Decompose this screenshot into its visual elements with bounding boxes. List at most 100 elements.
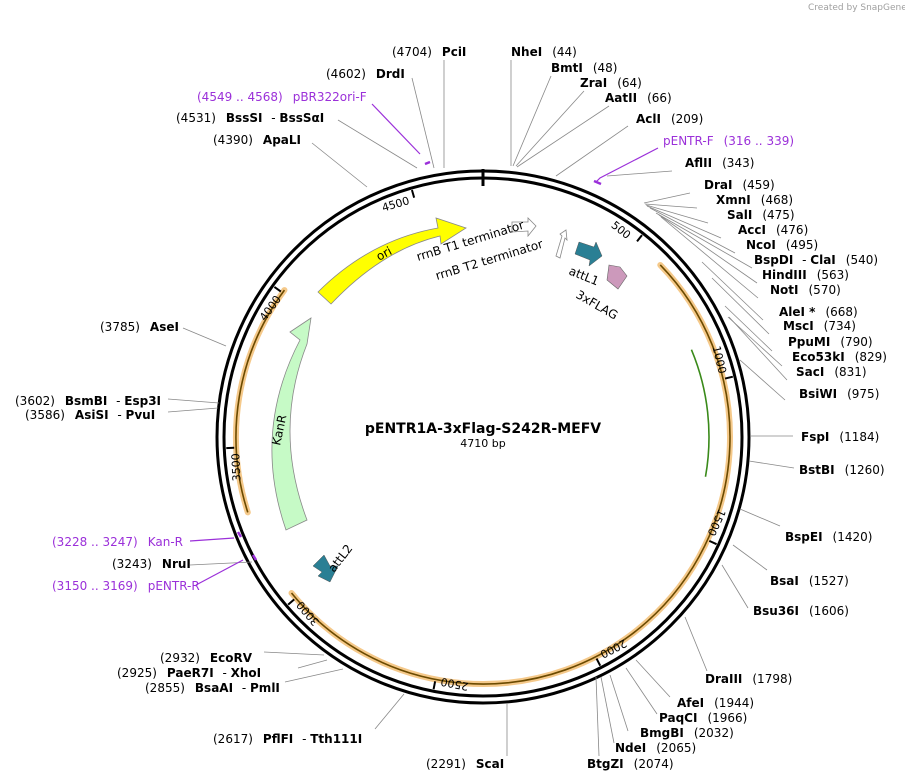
asei-pos: (3785) <box>100 320 140 334</box>
tick-mark <box>410 189 416 198</box>
tick-mark <box>636 234 643 242</box>
hindiii-pos: (563) <box>817 268 849 282</box>
fspi-label: FspI <box>801 430 829 444</box>
svg-text:DraI(459): DraI (459) <box>704 178 775 192</box>
green-feature-arc <box>690 349 710 477</box>
sali-pos: (475) <box>762 208 794 222</box>
svg-text:(3150 .. 3169)pENTR-R: (3150 .. 3169) pENTR-R <box>52 579 200 593</box>
afei-pos: (1944) <box>714 696 754 710</box>
asisi-pos: (3586) <box>25 408 65 422</box>
svg-text:(2932)EcoRV: (2932)EcoRV <box>160 651 253 665</box>
aflii-label: AflII <box>685 156 712 170</box>
drdi-pos: (4602) <box>326 67 366 81</box>
drai-pos: (459) <box>742 178 774 192</box>
draiii-label: DraIII <box>705 672 742 686</box>
apali-label: ApaLI <box>263 133 301 147</box>
site-labels: (4704)PciI NheI(44) BmtI(48) ZraI(64) Aa… <box>15 45 887 771</box>
3xflag-label: 3xFLAG <box>574 287 621 322</box>
mefv-cds-line <box>290 264 731 685</box>
svg-text:BsiWI(975): BsiWI (975) <box>799 387 879 401</box>
tick-mark <box>432 681 437 690</box>
tick-mark <box>273 286 282 293</box>
esp3i-label: Esp3I <box>124 394 161 408</box>
hindiii-label: HindIII <box>762 268 807 282</box>
paqci-label: PaqCI <box>659 711 697 725</box>
svg-text:AclI(209): AclI(209) <box>636 112 703 126</box>
btgzi-pos: (2074) <box>634 757 674 771</box>
alei-pos: (668) <box>825 305 857 319</box>
tick-mark <box>724 375 734 380</box>
zrai-pos: (64) <box>617 76 642 90</box>
bsiwi-label: BsiWI <box>799 387 837 401</box>
attl2-feature[interactable] <box>312 554 339 583</box>
pmli-label: PmlI <box>250 681 280 695</box>
kanr-label: KanR <box>269 413 289 446</box>
bspdi-label: BspDI <box>754 253 793 267</box>
bsaai-pos: (2855) <box>145 681 185 695</box>
bsai-label: BsaI <box>770 574 799 588</box>
pbr322ori-f-range: (4549 .. 4568) <box>197 90 283 104</box>
rrnb-t1-terminator-feature[interactable] <box>511 217 537 238</box>
svg-text:(3228 .. 3247)Kan-R: (3228 .. 3247)Kan-R <box>52 535 183 549</box>
svg-text:PaqCI(1966): PaqCI(1966) <box>659 711 747 725</box>
ndei-label: NdeI <box>615 741 646 755</box>
3xflag-feature[interactable] <box>606 264 628 290</box>
svg-text:BspEI(1420): BspEI(1420) <box>785 530 872 544</box>
bsiwi-pos: (975) <box>847 387 879 401</box>
ecorv-pos: (2932) <box>160 651 200 665</box>
svg-text:(4531)BssSI - BssSαI: (4531)BssSI - BssSαI <box>176 111 324 125</box>
tick-label: 1000 <box>710 345 729 375</box>
svg-text:SacI(831): SacI(831) <box>796 365 867 379</box>
scai-label: ScaI <box>476 757 504 771</box>
svg-text:BmtI(48): BmtI(48) <box>551 61 618 75</box>
tick-label: 2000 <box>598 636 629 660</box>
svg-text:(3243)NruI: (3243)NruI <box>112 557 191 571</box>
asei-label: AseI <box>150 320 179 334</box>
aatii-pos: (66) <box>647 91 672 105</box>
pcii-label: PciI <box>442 45 467 59</box>
pvui-label: PvuI <box>126 408 156 422</box>
cds-highlight-arcs <box>233 261 733 687</box>
tick-label: 2500 <box>440 675 470 693</box>
bsaai-label: BsaAI <box>195 681 233 695</box>
svg-text:(3602)BsmBI - Esp3I: (3602)BsmBI - Esp3I <box>15 394 161 408</box>
svg-text:BtgZI(2074): BtgZI(2074) <box>587 757 674 771</box>
msci-pos: (734) <box>824 319 856 333</box>
nrui-label: NruI <box>162 557 191 571</box>
ppumi-pos: (790) <box>840 335 872 349</box>
alei-label: AleI * <box>779 305 816 319</box>
bsu36i-pos: (1606) <box>809 604 849 618</box>
kan-r-label: Kan-R <box>148 535 183 549</box>
svg-text:(4549 .. 4568)pBR322ori-F: (4549 .. 4568)pBR322ori-F <box>197 90 367 104</box>
svg-text:NheI(44): NheI(44) <box>511 45 577 59</box>
svg-text:Bsu36I(1606): Bsu36I(1606) <box>753 604 849 618</box>
svg-text:AfeI(1944): AfeI(1944) <box>677 696 754 710</box>
svg-text:Eco53kI(829): Eco53kI(829) <box>792 350 887 364</box>
kanr-feature[interactable] <box>271 317 312 531</box>
drai-label: DraI <box>704 178 732 192</box>
ori-feature[interactable] <box>317 217 467 305</box>
svg-text:SalI(475): SalI(475) <box>727 208 795 222</box>
scai-pos: (2291) <box>426 757 466 771</box>
svg-text:AflII(343): AflII(343) <box>685 156 754 170</box>
primer-markers <box>189 103 659 586</box>
attl1-feature[interactable] <box>574 241 603 267</box>
bsai-pos: (1527) <box>809 574 849 588</box>
paer7i-pos: (2925) <box>117 666 157 680</box>
pentr-r-label: pENTR-R <box>148 579 200 593</box>
bsssai-label: BssSαI <box>279 111 324 125</box>
svg-text:DraIII(1798): DraIII(1798) <box>705 672 792 686</box>
rrnb-t2-terminator-feature[interactable] <box>555 229 568 259</box>
pentr-r-range: (3150 .. 3169) <box>52 579 138 593</box>
acci-pos: (476) <box>776 223 808 237</box>
bsmbi-label: BsmBI <box>65 394 107 408</box>
pentr-f-range: (316 .. 339) <box>724 134 794 148</box>
svg-text:AleI *(668): AleI * (668) <box>779 305 858 319</box>
ncoi-label: NcoI <box>746 238 776 252</box>
svg-text:MscI(734): MscI(734) <box>783 319 856 333</box>
pflfi-label: PflFI <box>263 732 293 746</box>
svg-text:(4390)ApaLI: (4390)ApaLI <box>213 133 301 147</box>
svg-text:(3586)AsiSI - PvuI: (3586)AsiSI - PvuI <box>25 408 155 422</box>
bspei-pos: (1420) <box>833 530 873 544</box>
tick-mark <box>708 539 717 546</box>
